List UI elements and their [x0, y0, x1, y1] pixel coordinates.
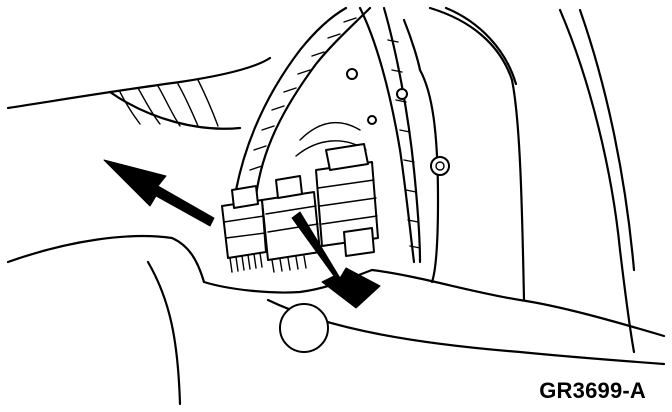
figure-id-label: GR3699-A: [539, 378, 646, 403]
wiring-harness: [234, 6, 422, 264]
electrical-connectors: [221, 143, 379, 273]
upper-panel-curve: [108, 79, 242, 130]
callout-arrow-left: [103, 159, 215, 227]
door-frame: [402, 6, 636, 354]
callout-arrow-right: [291, 211, 381, 309]
access-hole: [279, 303, 329, 353]
callout-arrows: [103, 159, 381, 309]
bolt-fastener: [430, 156, 450, 176]
